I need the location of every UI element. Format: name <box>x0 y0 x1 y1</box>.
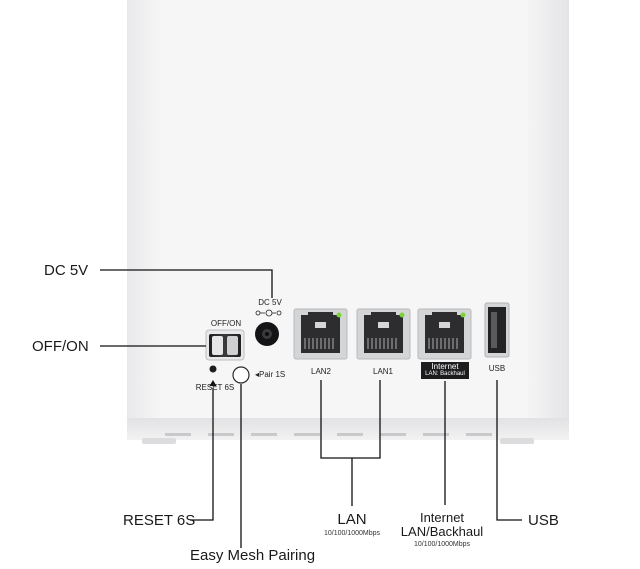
dc-jack[interactable] <box>255 322 279 346</box>
callout-easy-mesh: Easy Mesh Pairing <box>190 547 316 564</box>
device-label-off-on: OFF/ON <box>210 319 242 328</box>
internet-led <box>460 312 466 318</box>
power-switch[interactable] <box>205 329 245 361</box>
callout-internet-line2: LAN/Backhaul <box>400 524 484 539</box>
router-body <box>127 0 569 425</box>
callout-dc-5v: DC 5V <box>44 262 89 279</box>
router-base <box>127 418 569 440</box>
callout-lan: LAN <box>337 511 367 528</box>
dc-line <box>100 269 273 298</box>
device-label-lan2: LAN2 <box>310 367 332 376</box>
device-label-internet-sub: LAN: Backhaul <box>425 371 465 377</box>
device-label-pair-1s: ◂Pair 1S <box>255 370 286 379</box>
base-vents <box>165 433 492 436</box>
reset-line <box>190 388 214 521</box>
reset-arrow-icon <box>209 380 217 386</box>
dc-polarity-icon <box>255 309 282 317</box>
lan2-led <box>336 312 342 318</box>
callout-off-on: OFF/ON <box>32 338 89 355</box>
internet-port[interactable] <box>417 308 472 360</box>
callout-reset-6s: RESET 6S <box>123 512 196 529</box>
usb-line <box>496 380 522 521</box>
device-label-usb: USB <box>488 364 506 373</box>
callout-internet-speed: 10/100/1000Mbps <box>413 541 471 548</box>
foot-right <box>500 438 534 444</box>
device-label-internet: Internet <box>431 362 459 371</box>
pair-button[interactable] <box>232 366 250 384</box>
device-label-lan1: LAN1 <box>372 367 394 376</box>
lan1-led <box>399 312 405 318</box>
lan2-port[interactable] <box>293 308 348 360</box>
device-label-reset-6s: RESET 6S <box>195 383 235 392</box>
lan-line <box>320 380 381 459</box>
callout-lines <box>100 269 522 548</box>
callout-lan-speed: 10/100/1000Mbps <box>323 530 381 537</box>
callout-internet-line1: Internet <box>419 510 465 525</box>
internet-label-box <box>421 362 469 379</box>
foot-left <box>142 438 176 444</box>
callout-usb: USB <box>528 512 559 529</box>
device-label-dc-5v: DC 5V <box>258 298 282 307</box>
usb-port[interactable] <box>484 302 510 358</box>
reset-button[interactable] <box>209 365 217 373</box>
lan1-port[interactable] <box>356 308 411 360</box>
